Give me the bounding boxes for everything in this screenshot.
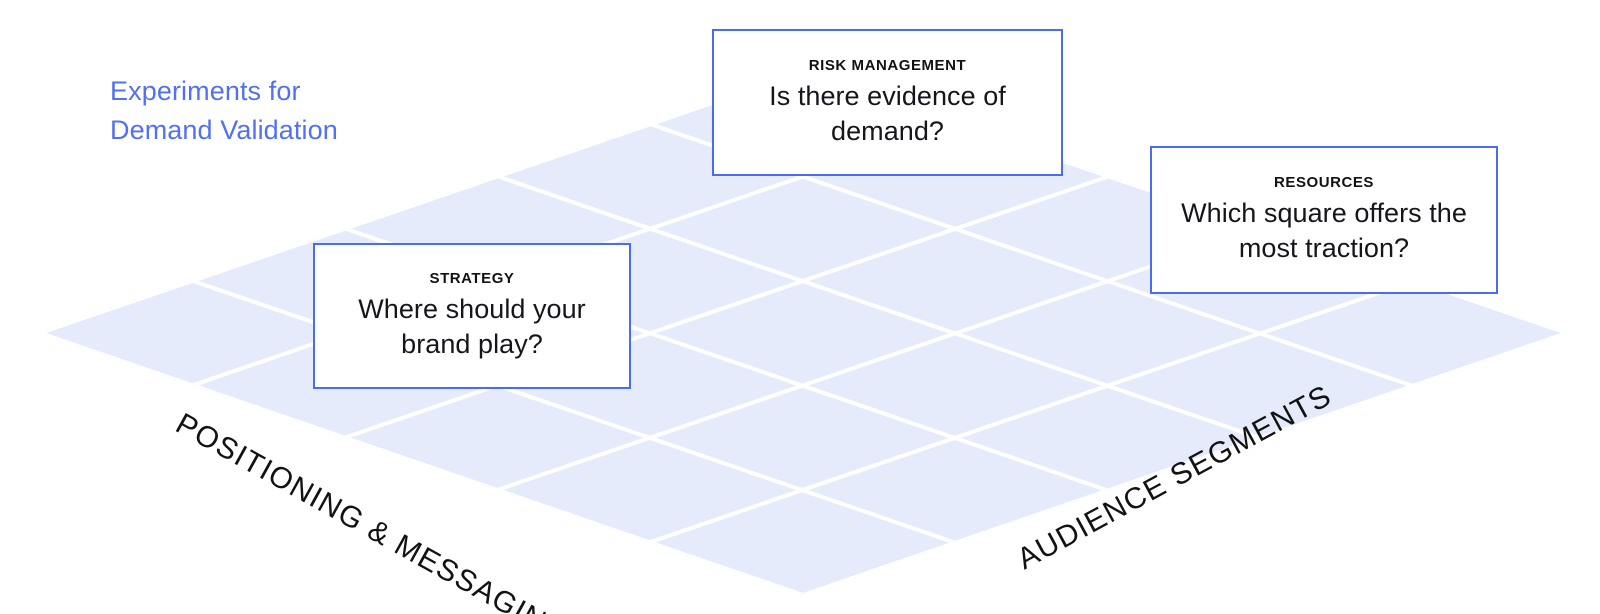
- callout-question-resources: Which square offers the most traction?: [1181, 198, 1467, 263]
- callout-resources[interactable]: RESOURCES Which square offers the most t…: [1150, 146, 1498, 294]
- page-title: Experiments for Demand Validation: [110, 76, 338, 145]
- callout-eyebrow-strategy: STRATEGY: [429, 270, 515, 287]
- callout-eyebrow-risk-management: RISK MANAGEMENT: [808, 56, 967, 74]
- callout-question-strategy: Where should your brand play?: [358, 294, 586, 359]
- callout-risk-management[interactable]: RISK MANAGEMENT Is there evidence of dem…: [712, 29, 1063, 176]
- callout-strategy[interactable]: STRATEGY Where should your brand play?: [313, 243, 631, 389]
- callout-eyebrow-resources: RESOURCES: [1274, 174, 1374, 191]
- callout-question-risk-management: Is there evidence of demand?: [769, 80, 1006, 146]
